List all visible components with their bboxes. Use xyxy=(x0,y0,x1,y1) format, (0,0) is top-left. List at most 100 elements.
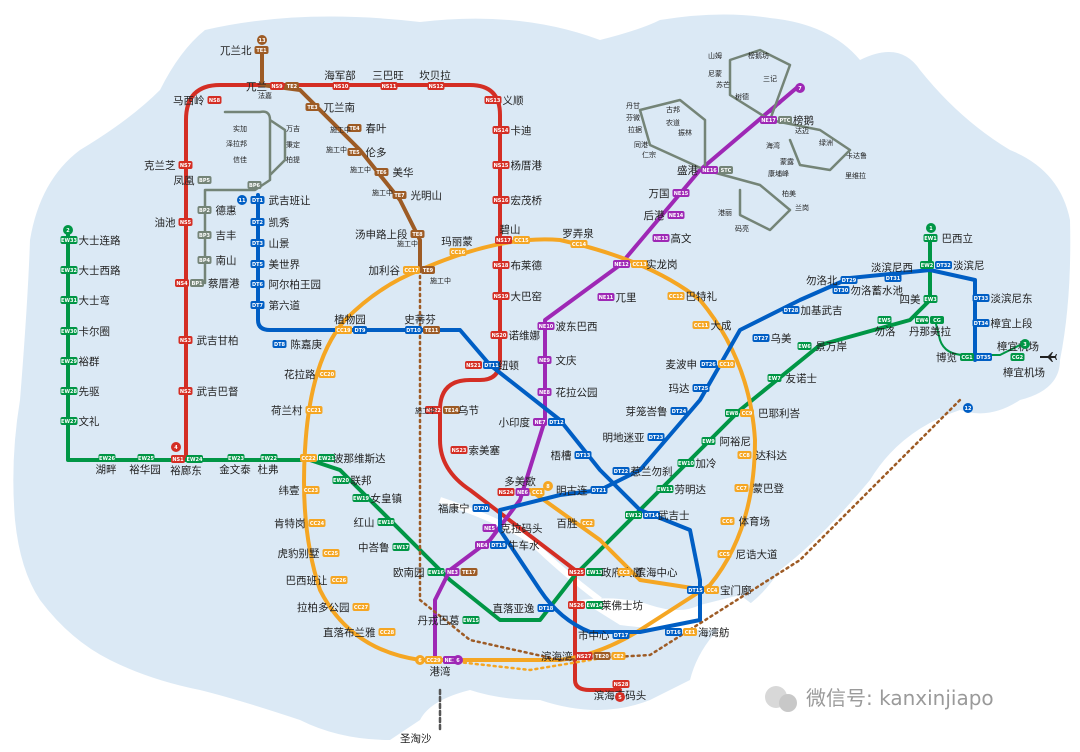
station-petir[interactable]: 信佳 xyxy=(233,155,247,164)
station-senja[interactable]: 实加 xyxy=(233,124,247,133)
station-jelapang[interactable]: 泽拉邦 xyxy=(226,139,247,148)
station-bukitpanjang_lrt[interactable]: BP6 xyxy=(247,181,262,189)
station-fajar[interactable]: 法嘉 xyxy=(258,91,272,100)
station-pending[interactable]: 柏提 xyxy=(286,155,300,164)
